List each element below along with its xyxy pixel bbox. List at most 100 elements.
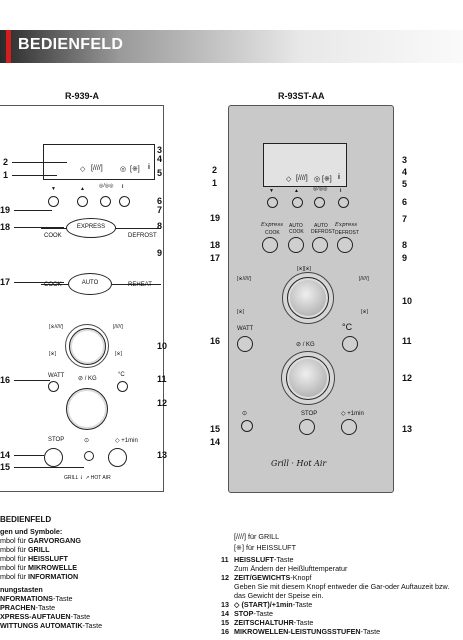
hot-air-button[interactable] bbox=[117, 381, 128, 392]
leader-line bbox=[12, 175, 57, 176]
watt-label-right: WATT bbox=[237, 326, 254, 332]
timer-button[interactable] bbox=[84, 451, 94, 461]
mode-selector-knob-right[interactable] bbox=[287, 277, 329, 319]
hot-air-symbol: [※] bbox=[130, 166, 140, 173]
callout-12-left: 12 bbox=[157, 398, 168, 408]
info-symbol-right: i bbox=[338, 174, 340, 181]
info-icon-right: i bbox=[340, 188, 342, 194]
grill-hotair-mode-icon: [※/////] bbox=[49, 324, 63, 330]
auto-cook-label: COOK bbox=[44, 282, 62, 288]
language-icon-right: ◎/◎◎ bbox=[313, 186, 328, 192]
down-arrow-icon-right: ▼ bbox=[269, 188, 274, 194]
mode-left-top-icon: [※/////] bbox=[237, 276, 251, 282]
leader-line bbox=[14, 227, 64, 228]
start-button[interactable] bbox=[108, 448, 127, 467]
legend-line: WITTUNGS AUTOMATIK-Taste bbox=[0, 621, 103, 630]
callout-16-right: 16 bbox=[210, 336, 221, 346]
express-button[interactable]: EXPRESS bbox=[66, 218, 116, 238]
info-button[interactable] bbox=[119, 196, 130, 207]
up-button[interactable] bbox=[77, 196, 88, 207]
timer-button-right[interactable] bbox=[241, 420, 253, 432]
leader-line bbox=[14, 380, 50, 381]
callout-11-left: 11 bbox=[157, 374, 167, 384]
callout-12-right: 12 bbox=[402, 373, 413, 383]
down-button-right[interactable] bbox=[267, 197, 278, 208]
legend-subheading: gen und Symbole: bbox=[0, 527, 63, 536]
cooking-symbol: ◇ bbox=[80, 166, 86, 173]
display-right: ◇ [////] ◎ [※] i bbox=[263, 143, 347, 187]
mode-selector-knob[interactable] bbox=[69, 328, 106, 365]
callout-6-left: 6 bbox=[157, 196, 163, 206]
callout-1-left: 1 bbox=[3, 170, 9, 180]
time-weight-label: ⊘ / KG bbox=[78, 376, 97, 382]
legend-heading: BEDIENFELD bbox=[0, 515, 52, 524]
watt-button[interactable] bbox=[48, 381, 59, 392]
callout-15-right: 15 bbox=[210, 424, 221, 434]
callout-7-left: 7 bbox=[157, 205, 163, 215]
callout-13-right: 13 bbox=[402, 424, 413, 434]
auto-defrost-button[interactable] bbox=[312, 237, 328, 253]
watt-button-right[interactable] bbox=[237, 336, 253, 352]
legend-line: mbol für GARVORGANG bbox=[0, 536, 81, 545]
callout-15-left: 15 bbox=[0, 462, 11, 472]
callout-6-right: 6 bbox=[402, 197, 408, 207]
legend-line: mbol für HEISSLUFT bbox=[0, 554, 68, 563]
legend-symbol-line: [////] für GRILL bbox=[234, 532, 280, 541]
callout-4-left: 4 bbox=[157, 154, 163, 164]
callout-9-left: 9 bbox=[157, 248, 163, 258]
grill-mode-icon: [/////] bbox=[113, 324, 123, 330]
callout-3-right: 3 bbox=[402, 155, 408, 165]
model-right-label: R-93ST-AA bbox=[278, 91, 325, 101]
timer-icon-right: ⊙ bbox=[242, 411, 248, 417]
stop-button[interactable] bbox=[44, 448, 63, 467]
start-label: ◇ +1min bbox=[115, 438, 138, 444]
language-button[interactable] bbox=[100, 196, 111, 207]
info-button-right[interactable] bbox=[338, 197, 349, 208]
celsius-label-right: °C bbox=[342, 322, 353, 332]
microwave-mode-icon: [※] bbox=[115, 351, 122, 357]
up-arrow-icon-right: ▲ bbox=[294, 188, 299, 194]
legend-symbol-line: [※] für HEISSLUFT bbox=[234, 543, 296, 552]
start-button-right[interactable] bbox=[341, 419, 357, 435]
auto-button[interactable]: AUTO bbox=[68, 273, 112, 295]
microwave-symbol-right: ◎ bbox=[314, 176, 321, 183]
language-button-right[interactable] bbox=[314, 197, 325, 208]
celsius-label: °C bbox=[118, 372, 125, 378]
reheat-label: REHEAT bbox=[128, 282, 152, 288]
auto-defrost-label: DEFROST bbox=[311, 229, 335, 235]
header-accent-bar bbox=[6, 30, 11, 63]
callout-7-right: 7 bbox=[402, 214, 408, 224]
callout-1-right: 1 bbox=[212, 178, 218, 188]
express-cook-button[interactable] bbox=[262, 237, 278, 253]
mode-left-bottom-icon: [※] bbox=[237, 309, 244, 315]
callout-16-left: 16 bbox=[0, 375, 11, 385]
express-defrost-button[interactable] bbox=[337, 237, 353, 253]
stop-button-right[interactable] bbox=[299, 419, 315, 435]
up-button-right[interactable] bbox=[292, 197, 303, 208]
express-cook-script: Express bbox=[260, 222, 284, 228]
control-panel-left: ◇ [////] ◎ [※] i ▼ ▲ ◎/◎◎ i EXPRESS COOK… bbox=[0, 105, 164, 492]
grill-hot-air-caption: GRILL ⇃ ↗ HOT AIR bbox=[64, 475, 111, 481]
section-header: BEDIENFELD bbox=[0, 30, 463, 63]
callout-17-right: 17 bbox=[210, 253, 221, 263]
start-label-right: ◇ +1min bbox=[341, 411, 364, 417]
auto-cook-label: COOK bbox=[289, 229, 304, 235]
time-weight-knob[interactable] bbox=[66, 388, 108, 430]
auto-cook-button[interactable] bbox=[288, 237, 304, 253]
leader-line bbox=[14, 467, 84, 468]
time-weight-label-right: ⊘ / KG bbox=[296, 342, 315, 348]
express-defrost-label: DEFROST bbox=[128, 233, 157, 239]
brand-label: Grill · Hot Air bbox=[271, 459, 327, 468]
express-defrost-script: Express bbox=[334, 222, 358, 228]
grill-symbol: [////] bbox=[91, 165, 103, 172]
auto-label: AUTO bbox=[81, 280, 99, 286]
down-button[interactable] bbox=[48, 196, 59, 207]
callout-13-left: 13 bbox=[157, 450, 168, 460]
auto-cook-top: AUTO bbox=[289, 223, 303, 229]
hot-air-button-right[interactable] bbox=[342, 336, 358, 352]
time-weight-knob-right[interactable] bbox=[286, 356, 330, 400]
callout-10-left: 10 bbox=[157, 341, 168, 351]
